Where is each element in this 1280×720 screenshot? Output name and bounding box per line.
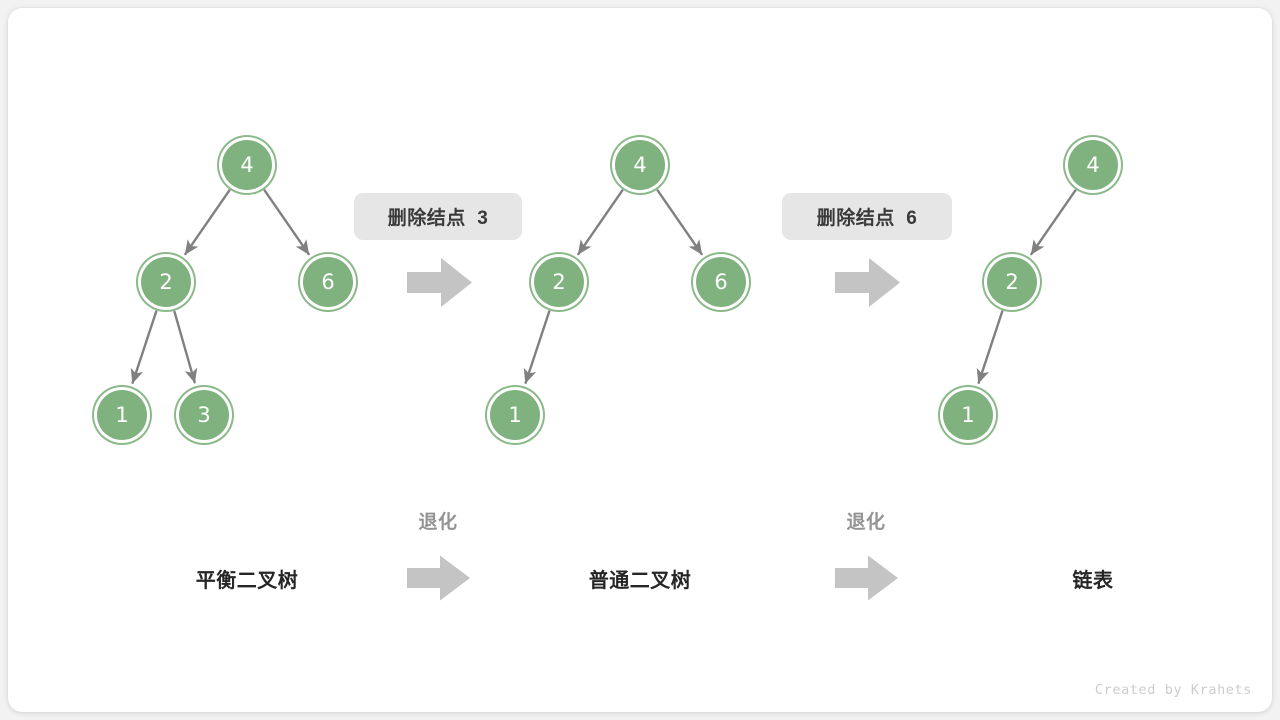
caption-ordinary-tree: 普通二叉树 <box>588 570 692 592</box>
caption-balanced-tree: 平衡二叉树 <box>195 570 299 592</box>
degeneration-label-1: 退化 <box>418 512 458 533</box>
degeneration-arrow-2 <box>835 555 898 601</box>
tree-node-ordinary-6: 6 <box>696 257 746 307</box>
caption-linked-list: 链表 <box>1072 570 1114 592</box>
degeneration-arrow-1 <box>407 555 470 601</box>
tree-node-ordinary-4: 4 <box>615 140 665 190</box>
watermark-credit: Created by Krahets <box>1094 682 1252 698</box>
tree-node-ordinary-2: 2 <box>534 257 584 307</box>
tree-node-balanced-2: 2 <box>141 257 191 307</box>
tree-node-linked-list-2: 2 <box>987 257 1037 307</box>
tree-node-balanced-6: 6 <box>303 257 353 307</box>
chip-delete-node-6: 删除结点 6 <box>782 193 952 240</box>
chip-delete-node-3: 删除结点 3 <box>354 193 522 240</box>
tree-node-balanced-4: 4 <box>222 140 272 190</box>
tree-node-linked-list-4: 4 <box>1068 140 1118 190</box>
tree-node-linked-list-1: 1 <box>943 390 993 440</box>
tree-node-balanced-1: 1 <box>97 390 147 440</box>
transition-arrow-delete-3 <box>407 258 472 307</box>
tree-node-ordinary-1: 1 <box>490 390 540 440</box>
tree-node-balanced-3: 3 <box>179 390 229 440</box>
figure-card <box>8 8 1272 712</box>
degeneration-label-2: 退化 <box>846 512 886 533</box>
transition-arrow-delete-6 <box>835 258 900 307</box>
